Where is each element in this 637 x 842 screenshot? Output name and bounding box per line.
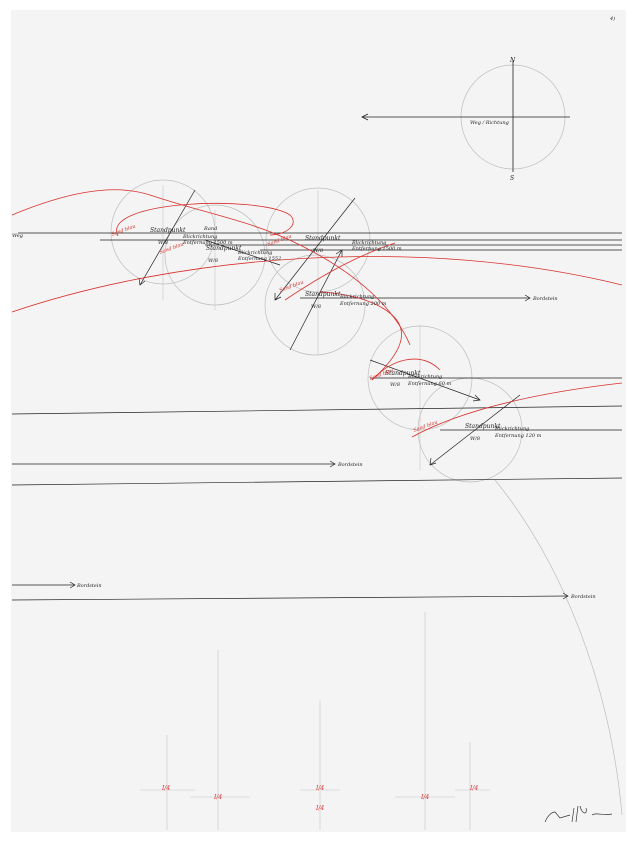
signature xyxy=(544,805,613,823)
svg-text:Standpunkt: Standpunkt xyxy=(465,423,501,430)
edge-label: Bordstein xyxy=(337,462,363,468)
bottom-marks: I/4 I/4 I/4 I/4 I/4 I/4 xyxy=(161,785,478,812)
svg-text:Blickrichtung: Blickrichtung xyxy=(407,374,442,380)
start-label: Weg xyxy=(12,233,23,239)
svg-text:Standpunkt: Standpunkt xyxy=(206,245,242,252)
svg-text:Standpunkt: Standpunkt xyxy=(305,235,341,242)
svg-text:W/8: W/8 xyxy=(208,258,218,264)
svg-text:I/4: I/4 xyxy=(315,805,324,812)
red-curves xyxy=(11,189,623,438)
svg-text:W/8: W/8 xyxy=(158,240,168,246)
svg-text:Blickrichtung: Blickrichtung xyxy=(351,240,386,246)
station-3: Standpunkt Blickrichtung Entfernung 1500… xyxy=(305,235,402,254)
svg-text:Standpunkt: Standpunkt xyxy=(305,291,341,298)
svg-text:Entfernung 120 m: Entfernung 120 m xyxy=(494,433,542,439)
svg-text:Entfernung 1500 m: Entfernung 1500 m xyxy=(182,240,233,246)
compass-north: N xyxy=(509,57,516,64)
svg-text:Standpunkt: Standpunkt xyxy=(385,370,421,377)
compass xyxy=(361,60,570,172)
page-number: 4) xyxy=(609,15,615,22)
svg-text:Blickrichtung: Blickrichtung xyxy=(182,234,217,240)
svg-text:Entfernung 60 m: Entfernung 60 m xyxy=(407,381,451,387)
compass-south: S xyxy=(510,175,514,182)
station-circle xyxy=(264,254,366,356)
svg-text:Entfernung 1552: Entfernung 1552 xyxy=(237,256,281,262)
station-1: Standpunkt Blickrichtung Entfernung 1500… xyxy=(150,226,233,246)
edge-label: Bordstein xyxy=(532,296,558,302)
svg-text:I/4: I/4 xyxy=(161,785,170,792)
svg-text:W/8: W/8 xyxy=(311,304,321,310)
svg-text:I/4: I/4 xyxy=(420,794,429,801)
svg-text:W/8: W/8 xyxy=(470,436,480,442)
svg-text:Blickrichtung: Blickrichtung xyxy=(494,426,529,432)
svg-text:I/4: I/4 xyxy=(213,794,222,801)
station-6: Standpunkt Blickrichtung Entfernung 120 … xyxy=(465,423,542,442)
station-4: Standpunkt Blickrichtung Entfernung 200 … xyxy=(305,291,387,310)
ink-lines xyxy=(11,189,623,601)
pencil-arc xyxy=(494,479,623,816)
edge-label: Bordstein xyxy=(76,583,102,589)
svg-text:I/4: I/4 xyxy=(315,785,324,792)
svg-text:W/8: W/8 xyxy=(390,382,400,388)
station-2: Standpunkt Blickrichtung Entfernung 1552… xyxy=(206,245,281,264)
svg-text:W/8: W/8 xyxy=(313,248,323,254)
pencil-verticals xyxy=(140,185,490,830)
svg-text:Rand: Rand xyxy=(203,226,217,232)
edge-label: Bordstein xyxy=(570,594,596,600)
svg-text:Entfernung 1500 m: Entfernung 1500 m xyxy=(351,246,402,252)
station-5: Standpunkt Blickrichtung Entfernung 60 m… xyxy=(385,370,451,388)
svg-text:Blickrichtung: Blickrichtung xyxy=(237,250,272,256)
svg-text:Blickrichtung: Blickrichtung xyxy=(339,294,374,300)
paper xyxy=(11,10,626,832)
compass-axis-label: Weg / Richtung xyxy=(470,120,509,126)
svg-text:I/4: I/4 xyxy=(469,785,478,792)
svg-text:Standpunkt: Standpunkt xyxy=(150,227,186,234)
svg-text:Entfernung 200 m: Entfernung 200 m xyxy=(339,301,387,307)
